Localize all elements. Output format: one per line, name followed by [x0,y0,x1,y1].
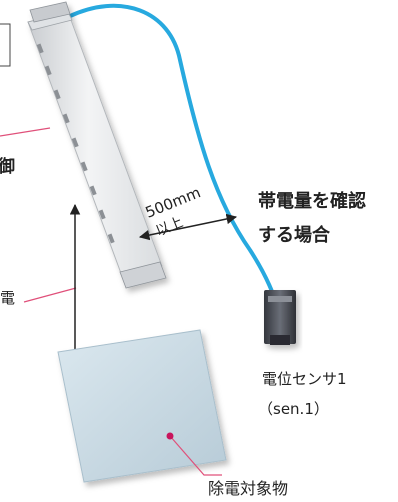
leader-line-upper [0,127,51,137]
potential-sensor [264,290,296,345]
leader-line-lower [23,287,77,303]
target-object-label: 除電対象物 [208,479,288,498]
clipped-label-lower: 電 [0,289,15,307]
distance-qualifier-label: 以上 [154,214,186,239]
charge-check-line2: する場合 [258,224,331,246]
distance-dimension-arrow [138,213,238,241]
distance-value-label: 500mm [143,183,203,221]
bar-bottom-bracket [119,261,167,289]
sensor-name-label: 電位センサ1 [262,370,347,388]
sensor-cable [66,3,280,310]
target-marker-dot [166,432,174,440]
target-leader-line [169,435,222,476]
target-object-plate [57,329,227,483]
bar-top-bracket [29,1,71,23]
ionizer-bar [27,1,167,289]
clipped-label-upper: 御 [0,156,15,177]
clipped-label-box [0,23,11,67]
charge-check-line1: 帯電量を確認 [258,190,366,212]
bar-electrodes [36,43,115,244]
sensor-id-label: （sen.1） [258,400,329,418]
